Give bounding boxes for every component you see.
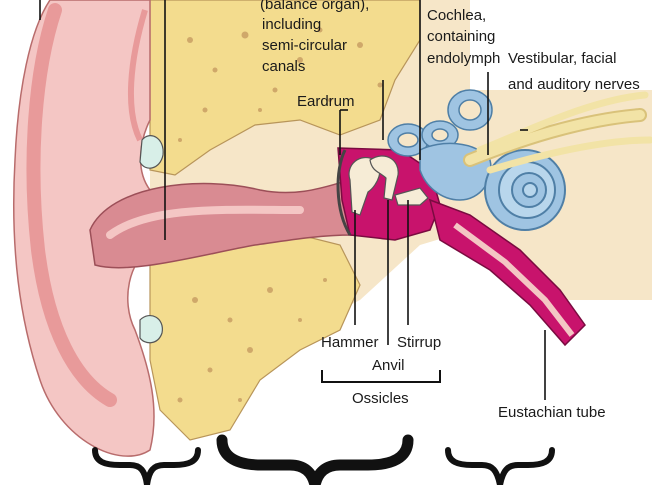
pinna-rim bbox=[127, 9, 148, 142]
label-vestibular-4: canals bbox=[262, 58, 305, 75]
stirrup-bone bbox=[394, 187, 429, 206]
middle-ear-brace bbox=[216, 434, 414, 485]
leader-lines bbox=[39, 0, 546, 400]
semicircular-canals bbox=[387, 89, 493, 157]
label-vestibular-1: (balance organ), bbox=[260, 0, 369, 13]
label-nerves-1: Vestibular, facial bbox=[508, 50, 616, 67]
outer-ear-brace bbox=[92, 447, 201, 485]
ear-canal-highlight bbox=[106, 205, 304, 239]
label-cochlea-2: containing bbox=[427, 28, 495, 45]
label-eardrum: Eardrum bbox=[297, 93, 355, 110]
cochlea-shape bbox=[484, 149, 566, 231]
cartilage-lower bbox=[139, 315, 163, 344]
bone-texture bbox=[177, 27, 383, 403]
label-vestibular-3: semi-circular bbox=[262, 37, 347, 54]
label-cochlea-3: endolymph bbox=[427, 50, 500, 67]
inner-ear-brace bbox=[445, 447, 555, 485]
cartilage-upper bbox=[139, 135, 164, 169]
label-anvil: Anvil bbox=[372, 357, 405, 374]
pinna-fold bbox=[26, 3, 117, 407]
label-eustachian: Eustachian tube bbox=[498, 404, 606, 421]
label-vestibular-2: including bbox=[262, 16, 321, 33]
label-nerves-2: and auditory nerves bbox=[508, 76, 640, 93]
label-cochlea-1: Cochlea, bbox=[427, 7, 486, 24]
label-hammer: Hammer bbox=[321, 334, 379, 351]
anvil-bone bbox=[369, 155, 399, 201]
label-stirrup: Stirrup bbox=[397, 334, 441, 351]
eardrum-shape bbox=[336, 149, 352, 236]
label-ossicles: Ossicles bbox=[352, 390, 409, 407]
ossicles-bracket bbox=[321, 370, 441, 383]
eustachian-tube-lining bbox=[453, 222, 575, 337]
